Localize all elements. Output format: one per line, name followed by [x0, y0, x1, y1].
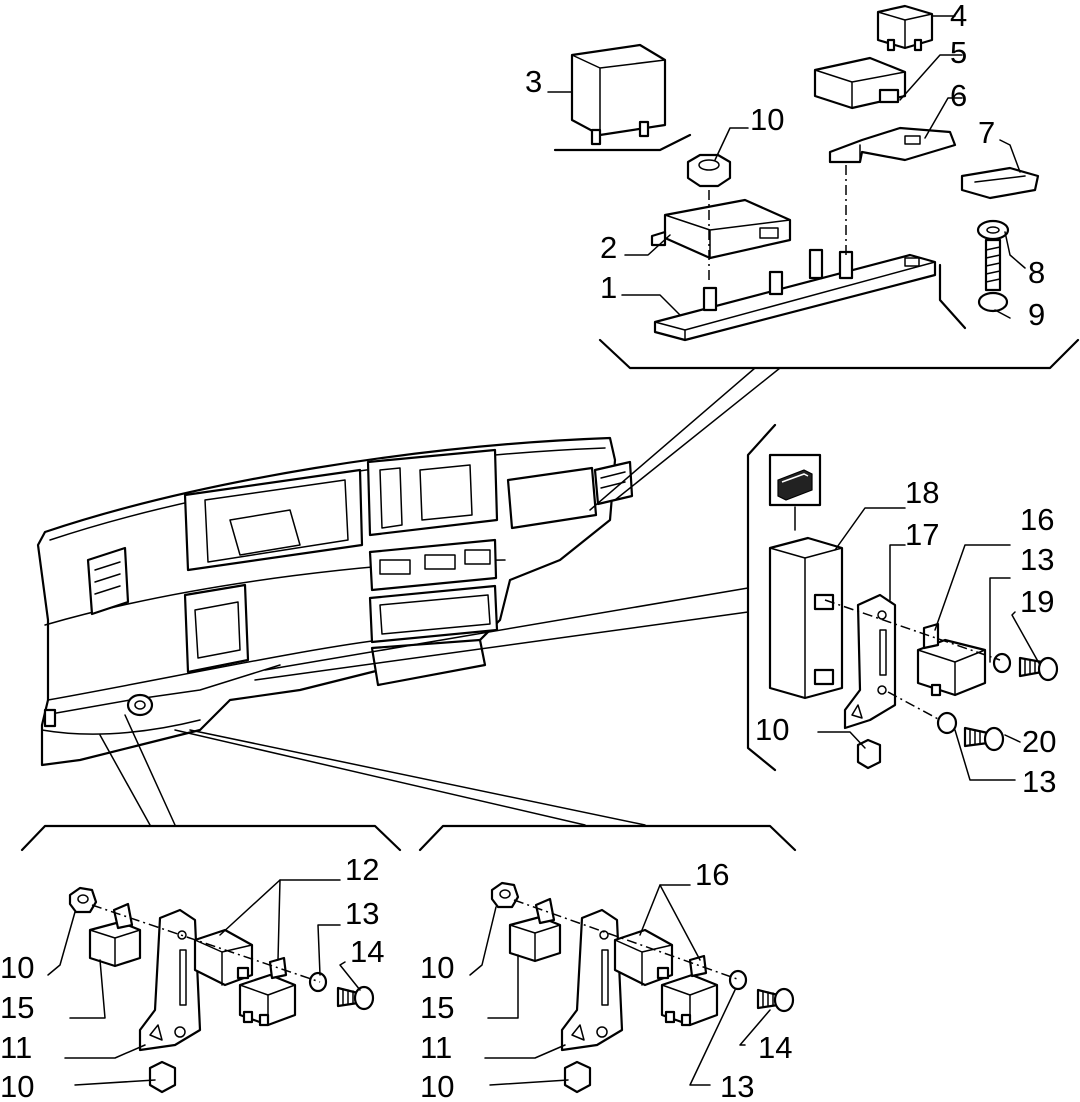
- module-18: [768, 536, 844, 700]
- relay-12-bl-a: [193, 928, 254, 987]
- relay-16-br-a: [613, 928, 674, 987]
- callout-10-bl-top: 10: [0, 950, 34, 985]
- relay-16-br-b: [660, 954, 719, 1027]
- callout-16-br: 16: [695, 857, 729, 892]
- nut-10-bl-bottom: [148, 1060, 177, 1094]
- screw-20: [963, 726, 1005, 752]
- callout-7: 7: [978, 115, 995, 150]
- bottom-right-leaders: [469, 884, 771, 1086]
- nut-10-br-top: [490, 881, 520, 909]
- mounting-plate-1: [653, 248, 937, 342]
- callout-15-br: 15: [420, 990, 454, 1025]
- callout-6: 6: [950, 78, 967, 113]
- screw-14-br: [756, 987, 795, 1013]
- relay-16-right: [916, 622, 987, 697]
- relay-15-br: [508, 897, 562, 963]
- bottom-right-frame: [418, 824, 797, 852]
- top-detail-frame: [553, 133, 1080, 370]
- callout-18: 18: [905, 475, 939, 510]
- callout-10-right: 10: [755, 712, 789, 747]
- screw-9: [977, 238, 1009, 313]
- callout-16-right: 16: [1020, 502, 1054, 537]
- dashboard-leaders: [99, 367, 781, 826]
- plate-studs: [702, 248, 854, 312]
- relay-5: [813, 56, 907, 110]
- callout-14-br: 14: [758, 1030, 792, 1065]
- bracket-11-br: [560, 908, 624, 1052]
- callout-10-br-bottom: 10: [420, 1069, 454, 1102]
- relay-15-bl: [88, 902, 142, 968]
- callout-11-bl: 11: [0, 1030, 32, 1065]
- callout-20: 20: [1022, 724, 1056, 759]
- relay-12-bl-b: [238, 956, 297, 1027]
- callout-10-top: 10: [750, 102, 784, 137]
- callout-13-right-upper: 13: [1020, 542, 1054, 577]
- variant-badge: [768, 453, 822, 531]
- washer-13-right-lower: [936, 711, 958, 735]
- dashboard-assembly: [36, 436, 634, 767]
- nut-10-top: [686, 153, 732, 188]
- right-leaders: [817, 507, 1041, 781]
- control-unit-2: [650, 198, 792, 260]
- callout-10-br-top: 10: [420, 950, 454, 985]
- washer-8: [976, 219, 1010, 241]
- bracket-6: [828, 126, 957, 164]
- relay-box-icon: [777, 469, 813, 501]
- callout-13-br: 13: [720, 1069, 754, 1102]
- nut-10-br-bottom: [563, 1060, 592, 1094]
- callout-10-bl-bottom: 10: [0, 1069, 34, 1102]
- washer-13-br: [728, 969, 748, 991]
- callout-12: 12: [345, 852, 379, 887]
- callout-4: 4: [950, 0, 967, 33]
- relay-3: [570, 43, 667, 146]
- screw-19: [1018, 656, 1059, 682]
- bracket-11-bl: [138, 908, 202, 1052]
- bracket-17: [843, 593, 897, 730]
- callout-9: 9: [1028, 297, 1045, 332]
- callout-13-right-lower: 13: [1022, 764, 1056, 799]
- callout-11-br: 11: [420, 1030, 452, 1065]
- washer-13-right-upper: [992, 652, 1012, 674]
- bottom-left-frame: [20, 824, 402, 852]
- callout-17: 17: [905, 517, 939, 552]
- callout-13-bl: 13: [345, 896, 379, 931]
- top-leaders: [547, 15, 1026, 319]
- bottom-left-leaders: [47, 879, 361, 1086]
- screw-14-bl: [336, 985, 375, 1011]
- callout-3: 3: [525, 64, 542, 99]
- callout-5: 5: [950, 35, 967, 70]
- callout-19: 19: [1020, 584, 1054, 619]
- callout-labels: 3 4 5 6 7 8 9 10 2 1 18 17 16 13 19 10 2…: [0, 0, 1056, 1102]
- clip-7: [960, 166, 1040, 200]
- relay-4: [876, 4, 934, 52]
- nut-10-bl-top: [68, 886, 98, 914]
- washer-13-bl: [308, 971, 328, 993]
- callout-14-bl: 14: [350, 934, 384, 969]
- callout-1: 1: [600, 270, 617, 305]
- callout-8: 8: [1028, 255, 1045, 290]
- callout-15-bl: 15: [0, 990, 34, 1025]
- callout-2: 2: [600, 230, 617, 265]
